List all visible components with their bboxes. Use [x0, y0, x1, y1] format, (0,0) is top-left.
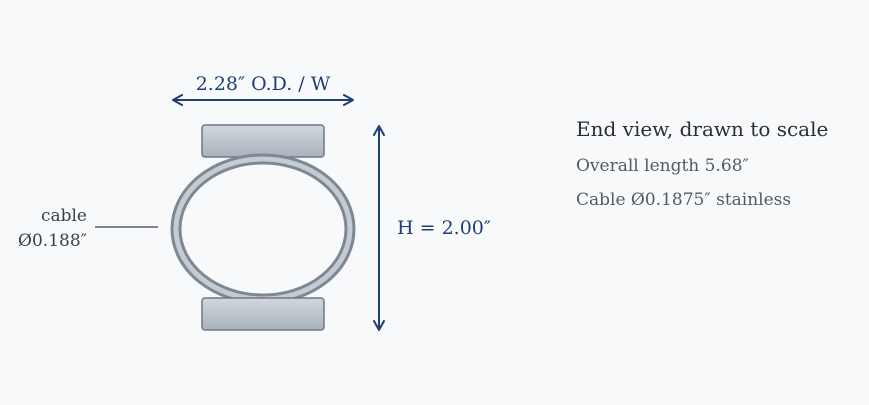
notes-overall-length: Overall length 5.68″: [576, 156, 749, 176]
bottom-pad: [201, 297, 325, 331]
cable-diameter-label: Ø0.188″: [18, 231, 87, 251]
cable-ring-highlight: [173, 156, 353, 302]
width-dimension-label: 2.28″ O.D. / W: [196, 73, 331, 95]
drawing-notes: End view, drawn to scale Overall length …: [576, 114, 866, 212]
cable-label: cable: [41, 206, 87, 226]
notes-title: End view, drawn to scale: [576, 117, 829, 141]
height-dimension-label: H = 2.00″: [397, 217, 491, 239]
top-pad: [201, 124, 325, 158]
notes-cable-spec: Cable Ø0.1875″ stainless: [576, 190, 792, 210]
